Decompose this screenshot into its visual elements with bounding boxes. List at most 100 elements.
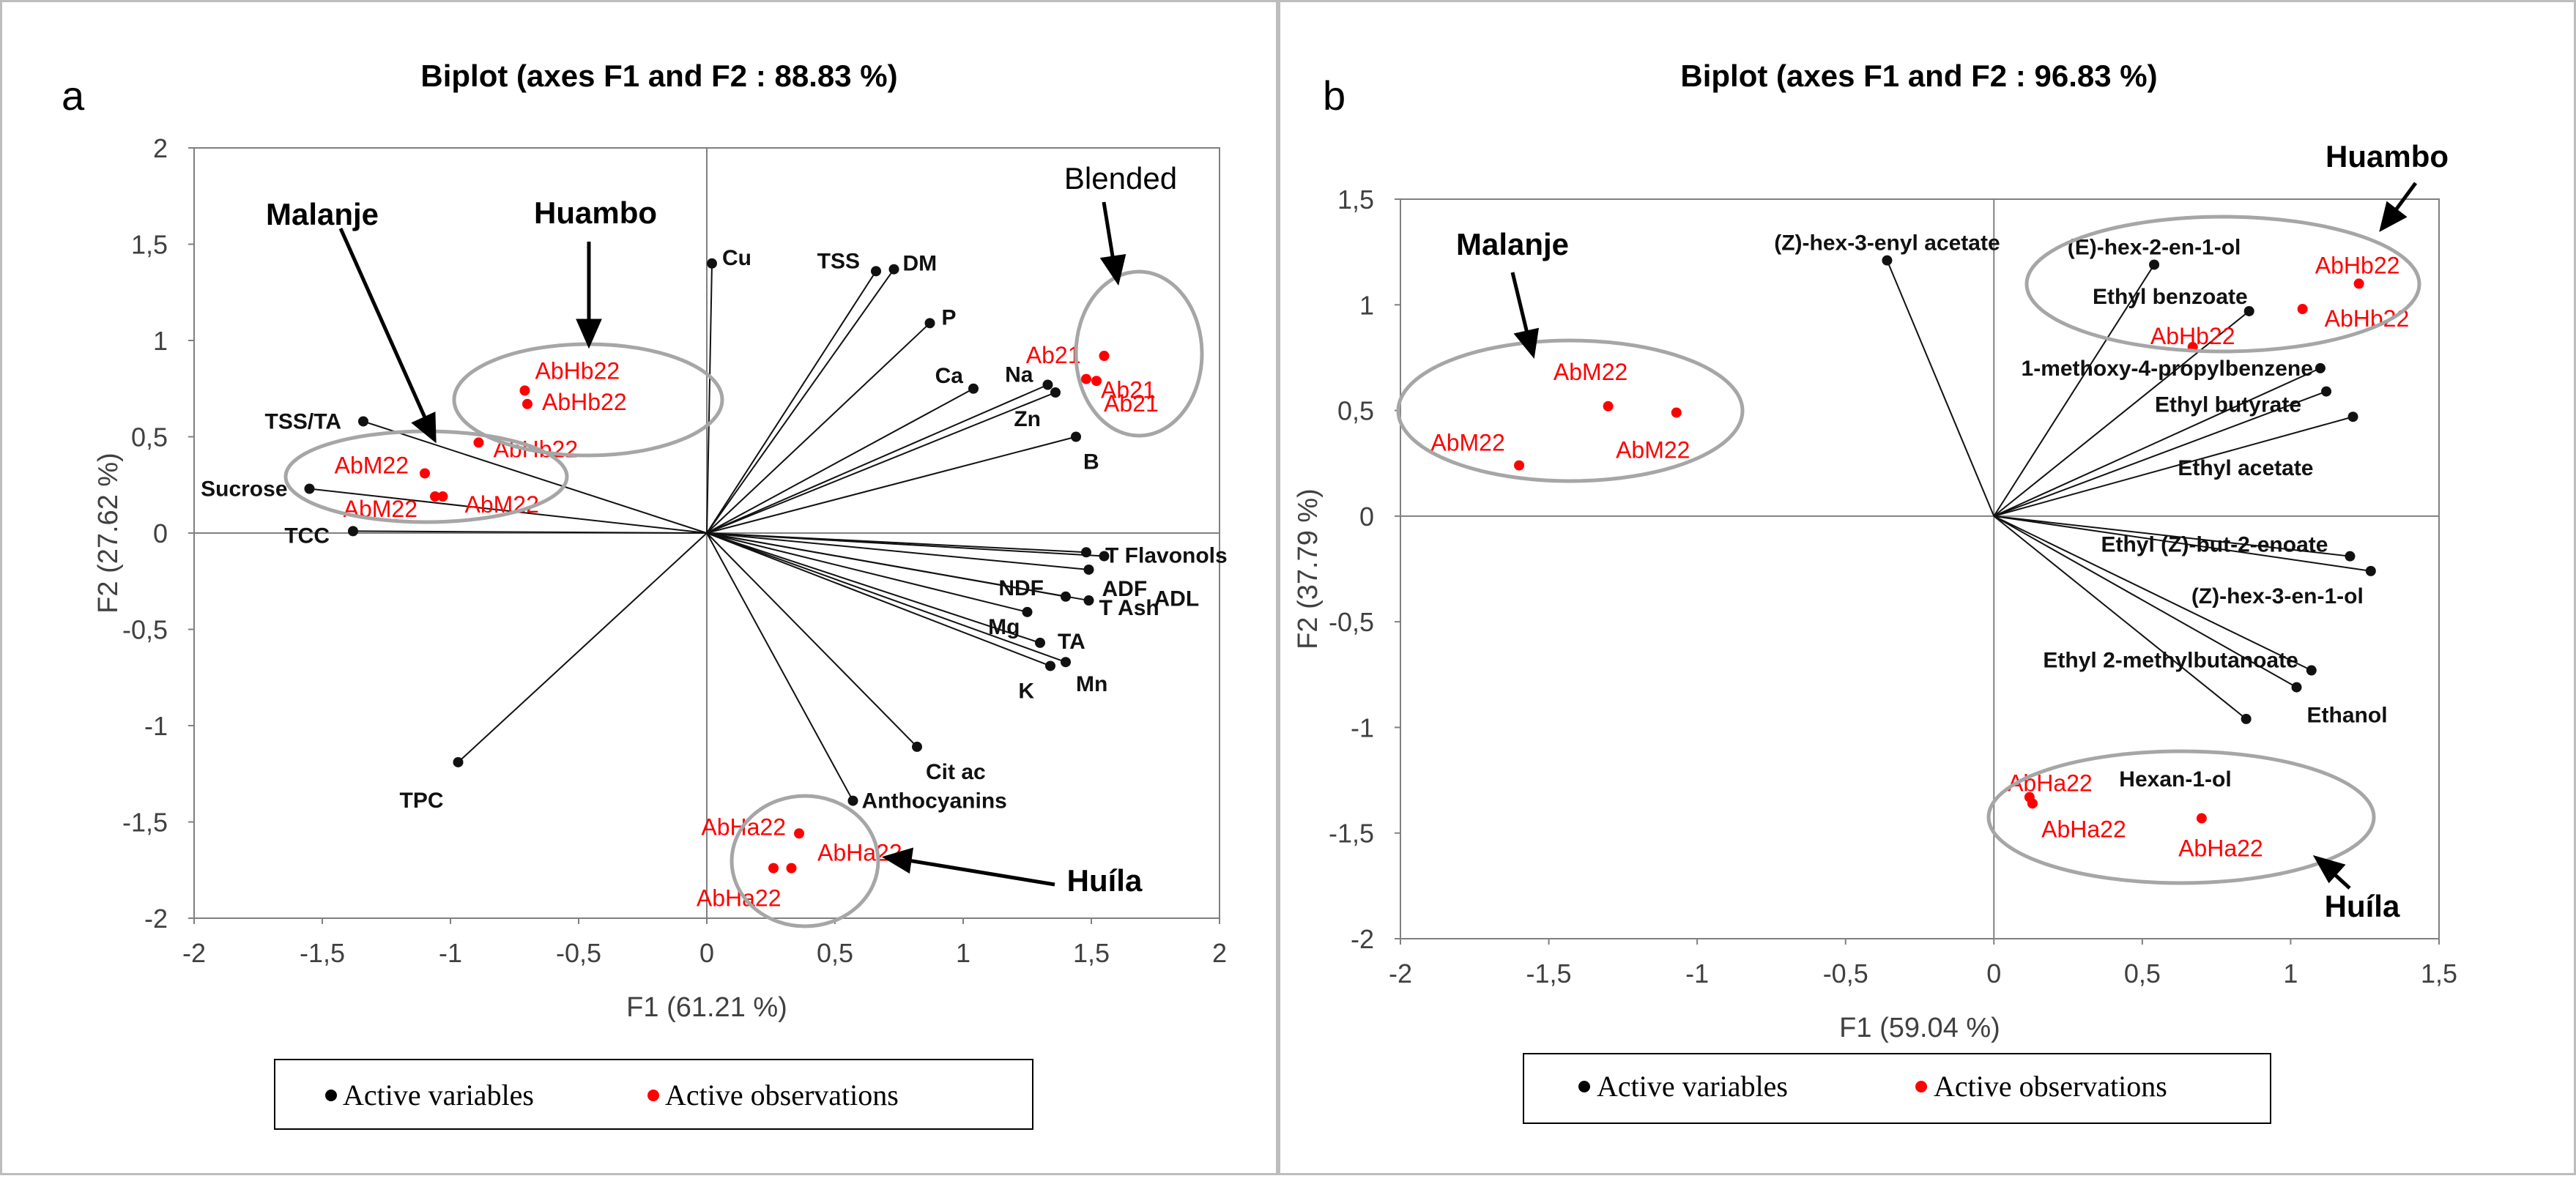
- panel-b-arrowhead-huila: [2312, 855, 2346, 884]
- panel-a-variable-vector: [706, 387, 974, 534]
- panel-a-variable-point: [1022, 606, 1033, 617]
- panel-a-legend-observations-text: Active observations: [665, 1079, 899, 1112]
- panel-a-x-tick-label: -0,5: [556, 938, 601, 968]
- panel-a-variable-vector: [706, 532, 1089, 602]
- panel-a-legend-variable-marker: [325, 1090, 337, 1101]
- panel-a-variable-label: Anthocyanins: [862, 789, 1007, 813]
- panel-a-group-label-malanje: Malanje: [266, 197, 379, 231]
- panel-a-variable-label: ADL: [1154, 587, 1200, 611]
- panel-a-variable-label: TSS/TA: [265, 409, 341, 433]
- panel-b-observation-point: [1514, 460, 1525, 471]
- panel-a-variable-point: [304, 483, 315, 494]
- panel-a-variable-label: TSS: [817, 249, 860, 273]
- panel-b-observation-label: AbHb22: [2150, 323, 2235, 349]
- panel-a-variable-point: [871, 266, 881, 277]
- panel-a-x-tick-label: 0,5: [817, 938, 853, 968]
- panel-a-variable-point: [1050, 387, 1061, 398]
- panel-b-variable-vector: [1993, 515, 2298, 688]
- panel-a-group-label-blended: Blended: [1064, 161, 1177, 196]
- panel-a-observation-point: [1081, 373, 1091, 384]
- panel-a-variable-label: B: [1083, 450, 1099, 474]
- panel-a-observation-point: [437, 491, 448, 502]
- panel-a-observation-point: [430, 491, 440, 502]
- panel-a-variable-label: TA: [1058, 630, 1085, 654]
- panel-a-variable-point: [707, 258, 717, 269]
- panel-a-variable-vector: [363, 420, 708, 534]
- panel-a-observation-label: AbHb22: [535, 357, 620, 384]
- panel-a-arrow-malanje: [338, 227, 427, 419]
- panel-b-x-tick-label: -0,5: [1823, 958, 1868, 988]
- panel-b-observation-label: AbHa22: [2041, 816, 2126, 842]
- panel-b-letter: b: [1323, 72, 1345, 119]
- panel-a-variable-label: TCC: [284, 524, 330, 548]
- panel-a-variable-vector: [706, 263, 713, 534]
- panel-a-variable-vector: [706, 269, 895, 534]
- panel-a-y-tick-label: 1: [153, 326, 168, 356]
- panel-a-observation-point: [1091, 376, 1102, 387]
- panel-b-plot-area: [1400, 198, 2440, 939]
- panel-b-observation-label: AbHb22: [2315, 252, 2400, 278]
- panel-b-observation-label: AbHa22: [2008, 770, 2093, 797]
- panel-b-variable-label: Ethyl benzoate: [2093, 285, 2248, 309]
- panel-a-y-tick-label: -1: [144, 711, 168, 741]
- panel-a-xlabel: F1 (61.21 %): [626, 992, 787, 1023]
- panel-a-variable-point: [912, 741, 922, 752]
- panel-b-y-tick-label: 0,5: [1337, 396, 1374, 426]
- panel-b-y-tick-label: -1,5: [1329, 819, 1374, 849]
- panel-b-group-label-malanje: Malanje: [1456, 227, 1569, 261]
- panel-a-observation-point: [519, 385, 530, 396]
- panel-a-x-tick-label: -1: [439, 938, 462, 968]
- panel-a-group-label-huambo: Huambo: [534, 196, 657, 230]
- panel-a-arrowhead-huambo: [576, 319, 602, 349]
- panel-a-letter: a: [62, 72, 85, 119]
- panel-b-x-tick-label: 1: [2283, 958, 2298, 988]
- panel-a-variable-label: Sucrose: [201, 477, 287, 502]
- panel-a-variable-point: [888, 264, 899, 275]
- panel-b-variable-label: Ethanol: [2307, 704, 2388, 728]
- panel-a-variable-point: [1045, 660, 1055, 671]
- panel-a-variable-vector: [706, 532, 1089, 570]
- panel-b-y-tick-label: 1,5: [1337, 185, 1374, 215]
- panel-b-variable-vector: [1886, 260, 1995, 517]
- panel-a-variable-vector: [706, 384, 1048, 534]
- panel-a-x-tick-label: 1,5: [1073, 938, 1110, 968]
- panel-a-variable-label: T Flavonols: [1105, 543, 1228, 567]
- panel-b-y-tick-label: -2: [1351, 924, 1374, 954]
- panel-b-variable-vector: [1993, 515, 2312, 671]
- panel-a-observation-point: [420, 468, 430, 479]
- panel-b-observation-point: [1603, 401, 1614, 412]
- panel-b-x-tick-label: -1,5: [1526, 958, 1572, 988]
- panel-b-y-tick-label: -0,5: [1329, 607, 1374, 637]
- panel-a-ellipse-blended: [1074, 269, 1204, 438]
- panel-a-variable-label: DM: [903, 252, 938, 276]
- panel-b-variable-point: [2243, 305, 2254, 316]
- panel-a-observation-label: Ab21: [1101, 377, 1156, 403]
- panel-b-x-tick-label: 0: [1986, 958, 2001, 988]
- panel-b-observation-point: [2196, 813, 2207, 824]
- panel-a-ellipse-huila: [730, 794, 880, 928]
- panel-a-observation-point: [473, 437, 484, 448]
- panel-a-variable-label: Zn: [1014, 407, 1041, 431]
- panel-a-variable-point: [1061, 657, 1071, 668]
- panel-b-variable-point: [2345, 551, 2356, 562]
- panel-a-variable-label: K: [1018, 679, 1034, 703]
- panel-a-variable-point: [1042, 379, 1053, 390]
- panel-b-frame: [1278, 0, 2576, 1175]
- panel-b-variable-vector: [1993, 264, 2155, 517]
- panel-a-x-tick-label: 1: [956, 938, 970, 968]
- panel-a-variable-point: [968, 383, 979, 394]
- panel-a-observation-label: Ab21: [1026, 342, 1081, 368]
- panel-a-observation-point: [786, 863, 797, 874]
- panel-a-legend-observation-marker: [647, 1090, 659, 1101]
- panel-a-variable-label: Mn: [1076, 672, 1107, 696]
- panel-a-variable-point: [1071, 431, 1081, 442]
- panel-b-variable-vector: [1993, 390, 2327, 517]
- panel-a-variable-vector: [706, 532, 1028, 613]
- panel-b-observation-point: [2353, 278, 2364, 289]
- panel-a-arrowhead-blended: [1099, 254, 1126, 286]
- panel-a-arrowhead-huila: [881, 847, 914, 874]
- panel-a-observation-point: [522, 398, 532, 409]
- panel-a-y-tick-label: -0,5: [122, 615, 168, 645]
- panel-b-variable-point: [2365, 565, 2376, 576]
